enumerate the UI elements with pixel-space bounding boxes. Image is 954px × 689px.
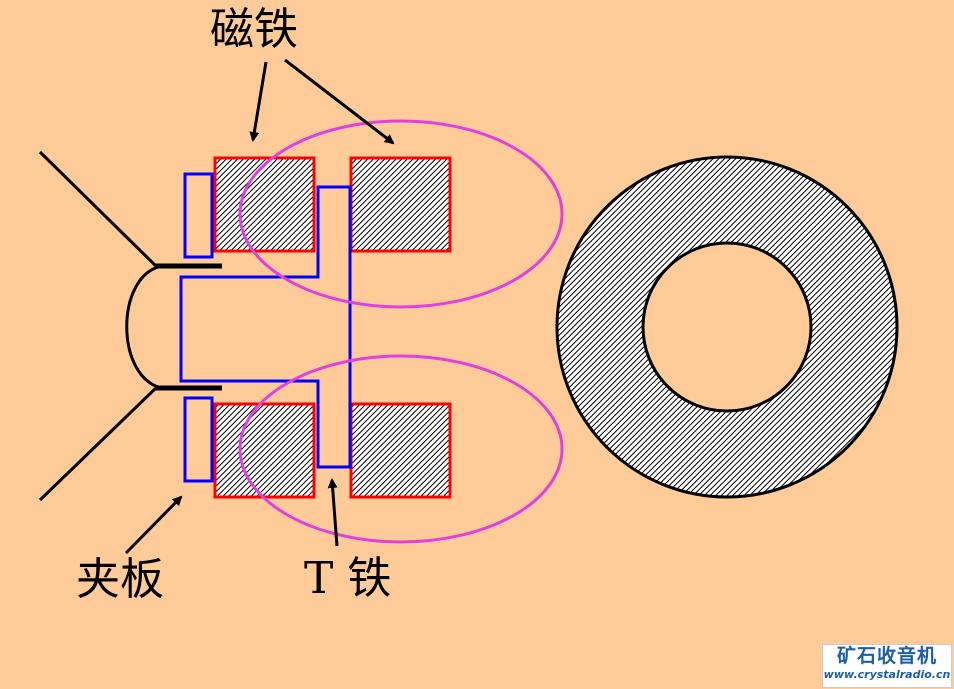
t-iron [179,185,352,469]
cone-line-top [38,150,160,270]
label-magnet: 磁铁 [210,4,298,55]
diaphragm-curve [125,264,163,390]
arrow-magnet-left [249,61,268,142]
magnet-top-left [213,156,316,253]
label-t-iron: T 铁 [304,553,392,604]
label-clamp-plate: 夹板 [76,554,164,605]
watermark-url: www.crystalradio.cn [823,668,951,681]
cone-line-bottom [38,384,160,502]
arrow-magnet-right [284,58,395,145]
watermark-title: 矿石收音机 [836,645,937,667]
site-watermark: 矿石收音机 www.crystalradio.cn [822,644,952,688]
field-loop-bottom [238,354,564,544]
clamp-plate-bottom [183,396,214,483]
magnet-bottom-right [349,402,452,499]
clamp-plate-top [183,172,214,259]
magnet-bottom-left [213,402,316,499]
magnet-top-right [349,156,452,253]
arrow-t-iron [327,478,339,547]
arrow-clamp [124,495,183,555]
field-loop-top [238,119,564,309]
ring-magnet [555,155,899,499]
